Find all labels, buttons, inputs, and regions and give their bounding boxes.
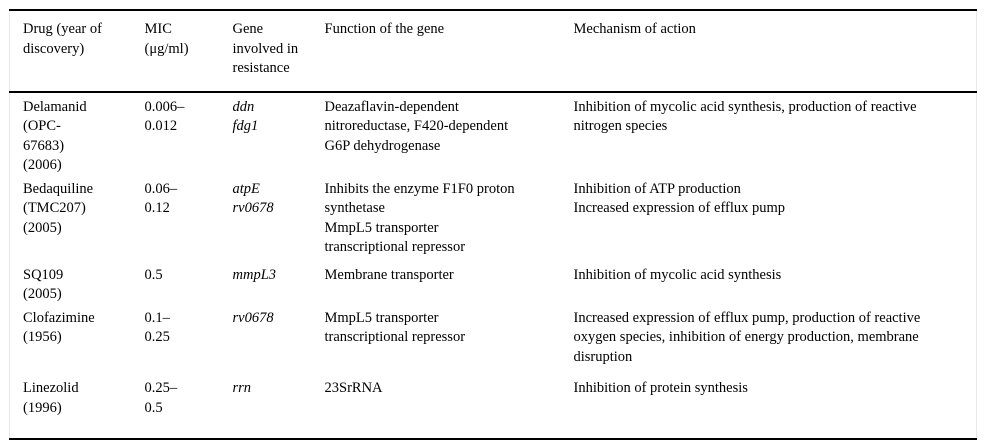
mechanism-line3: disruption bbox=[573, 348, 633, 365]
function-line1: MmpL5 transporter bbox=[324, 309, 439, 326]
mechanism-line2: oxygen species, inhibition of energy pro… bbox=[573, 329, 919, 345]
cell-mechanism: Inhibition of mycolic acid synthesis, pr… bbox=[561, 92, 977, 178]
cell-drug: Delamanid (OPC- 67683) (2006) bbox=[10, 92, 132, 178]
column-header-mic: MIC (μg/ml) bbox=[131, 9, 220, 93]
cell-gene: ddn fdg1 bbox=[220, 92, 312, 178]
column-header-gene-line2: involved in bbox=[232, 40, 299, 57]
cell-mic: 0.1– 0.25 bbox=[132, 307, 220, 378]
drug-line2: (1996) bbox=[23, 399, 62, 416]
cell-mechanism: Inhibition of protein synthesis bbox=[560, 377, 977, 440]
cell-mechanism: Inhibition of mycolic acid synthesis bbox=[561, 264, 977, 307]
column-header-drug-line1: Drug (year of bbox=[23, 21, 102, 37]
column-header-function: Function of the gene bbox=[311, 9, 561, 93]
mic-line2: 0.012 bbox=[144, 118, 178, 134]
column-header-function-line1: Function of the gene bbox=[324, 21, 445, 37]
drug-line2: (2005) bbox=[23, 286, 62, 302]
cell-gene: atpE rv0678 bbox=[220, 178, 312, 264]
gene-line1: atpE bbox=[232, 180, 260, 197]
table-row: Linezolid (1996) 0.25– 0.5 rrn 23SrRNA I… bbox=[9, 377, 977, 440]
mechanism-line1: Inhibition of mycolic acid synthesis, pr… bbox=[573, 98, 917, 115]
column-header-mic-line2: (μg/ml) bbox=[144, 40, 189, 57]
function-line1: Deazaflavin-dependent bbox=[324, 98, 459, 115]
cell-drug: Linezolid (1996) bbox=[9, 377, 132, 440]
column-header-gene-line3: resistance bbox=[232, 60, 290, 76]
column-header-mic-line1: MIC bbox=[144, 21, 172, 37]
cell-mic: 0.5 bbox=[132, 264, 220, 307]
column-header-mechanism-line1: Mechanism of action bbox=[573, 21, 696, 37]
mechanism-line1: Inhibition of ATP production bbox=[573, 180, 741, 197]
cell-function: MmpL5 transporter transcriptional repres… bbox=[312, 307, 561, 378]
function-line2: transcriptional repressor bbox=[324, 329, 466, 345]
drug-line3: 67683) bbox=[23, 137, 65, 154]
table-row: Delamanid (OPC- 67683) (2006) 0.006– 0.0… bbox=[10, 92, 977, 178]
gene-line1: ddn bbox=[232, 98, 255, 115]
mic-line1: 0.25– bbox=[144, 380, 178, 396]
table-row: SQ109 (2005) 0.5 mmpL3 Membrane transpor… bbox=[10, 264, 977, 307]
function-line1: Inhibits the enzyme F1F0 proton bbox=[324, 180, 515, 197]
drug-resistance-table: Drug (year of discovery) MIC (μg/ml) Gen… bbox=[9, 9, 977, 440]
function-line4: transcriptional repressor bbox=[324, 239, 466, 255]
cell-drug: SQ109 (2005) bbox=[10, 264, 132, 307]
drug-line2: (TMC207) bbox=[23, 200, 86, 216]
drug-line1: Bedaquiline bbox=[23, 180, 94, 197]
drug-line2: (1956) bbox=[23, 329, 62, 345]
drug-line1: SQ109 bbox=[23, 266, 64, 283]
mic-line2: 0.5 bbox=[144, 399, 163, 416]
table-body: Delamanid (OPC- 67683) (2006) 0.006– 0.0… bbox=[9, 92, 977, 440]
table-header: Drug (year of discovery) MIC (μg/ml) Gen… bbox=[9, 9, 977, 93]
cell-mic: 0.06– 0.12 bbox=[132, 178, 220, 264]
drug-line3: (2005) bbox=[23, 219, 62, 236]
table-header-row: Drug (year of discovery) MIC (μg/ml) Gen… bbox=[9, 9, 977, 93]
column-header-drug-line2: discovery) bbox=[23, 40, 85, 57]
cell-function: Inhibits the enzyme F1F0 proton syntheta… bbox=[312, 178, 561, 264]
table-row: Bedaquiline (TMC207) (2005) 0.06– 0.12 a… bbox=[10, 178, 977, 264]
column-header-gene-line1: Gene bbox=[232, 21, 264, 37]
cell-drug: Bedaquiline (TMC207) (2005) bbox=[10, 178, 132, 264]
drug-line1: Linezolid bbox=[23, 380, 79, 396]
function-line1: 23SrRNA bbox=[324, 380, 383, 396]
cell-drug: Clofazimine (1956) bbox=[10, 307, 132, 378]
mic-line1: 0.5 bbox=[144, 266, 163, 283]
mic-line1: 0.006– bbox=[144, 98, 185, 115]
column-header-mechanism: Mechanism of action bbox=[560, 9, 977, 93]
mechanism-line2: nitrogen species bbox=[573, 118, 668, 134]
function-line1: Membrane transporter bbox=[324, 266, 454, 283]
gene-line2: fdg1 bbox=[232, 118, 259, 134]
cell-mic: 0.006– 0.012 bbox=[132, 92, 220, 178]
cell-gene: mmpL3 bbox=[220, 264, 312, 307]
gene-line1: rv0678 bbox=[232, 309, 274, 326]
mic-line1: 0.1– bbox=[144, 309, 170, 326]
mechanism-line2: Increased expression of efflux pump bbox=[573, 200, 786, 216]
function-line3: MmpL5 transporter bbox=[324, 219, 439, 236]
mechanism-line1: Inhibition of protein synthesis bbox=[573, 380, 748, 396]
cell-gene: rrn bbox=[219, 377, 312, 440]
table-container: Drug (year of discovery) MIC (μg/ml) Gen… bbox=[0, 9, 992, 440]
mic-line2: 0.12 bbox=[144, 200, 170, 216]
drug-line4: (2006) bbox=[23, 157, 62, 173]
mechanism-line1: Inhibition of mycolic acid synthesis bbox=[573, 266, 782, 283]
function-line2: synthetase bbox=[324, 200, 385, 216]
gene-line2: rv0678 bbox=[232, 200, 274, 216]
cell-mic: 0.25– 0.5 bbox=[131, 377, 220, 440]
table-row: Clofazimine (1956) 0.1– 0.25 rv0678 MmpL… bbox=[10, 307, 977, 378]
gene-line1: mmpL3 bbox=[232, 266, 277, 283]
function-line2: nitroreductase, F420-dependent bbox=[324, 118, 509, 134]
mechanism-line1: Increased expression of efflux pump, pro… bbox=[573, 309, 921, 326]
column-header-gene: Gene involved in resistance bbox=[219, 9, 312, 93]
drug-line1: Clofazimine bbox=[23, 309, 95, 326]
cell-function: Membrane transporter bbox=[312, 264, 561, 307]
mic-line1: 0.06– bbox=[144, 180, 178, 197]
function-line3: G6P dehydrogenase bbox=[324, 137, 441, 154]
cell-function: 23SrRNA bbox=[311, 377, 561, 440]
cell-gene: rv0678 bbox=[220, 307, 312, 378]
drug-line1: Delamanid bbox=[23, 98, 87, 115]
drug-line2: (OPC- bbox=[23, 118, 61, 134]
gene-line1: rrn bbox=[232, 380, 252, 396]
column-header-drug: Drug (year of discovery) bbox=[9, 9, 132, 93]
mic-line2: 0.25 bbox=[144, 329, 170, 345]
cell-mechanism: Increased expression of efflux pump, pro… bbox=[561, 307, 977, 378]
cell-function: Deazaflavin-dependent nitroreductase, F4… bbox=[312, 92, 561, 178]
cell-mechanism: Inhibition of ATP production Increased e… bbox=[561, 178, 977, 264]
